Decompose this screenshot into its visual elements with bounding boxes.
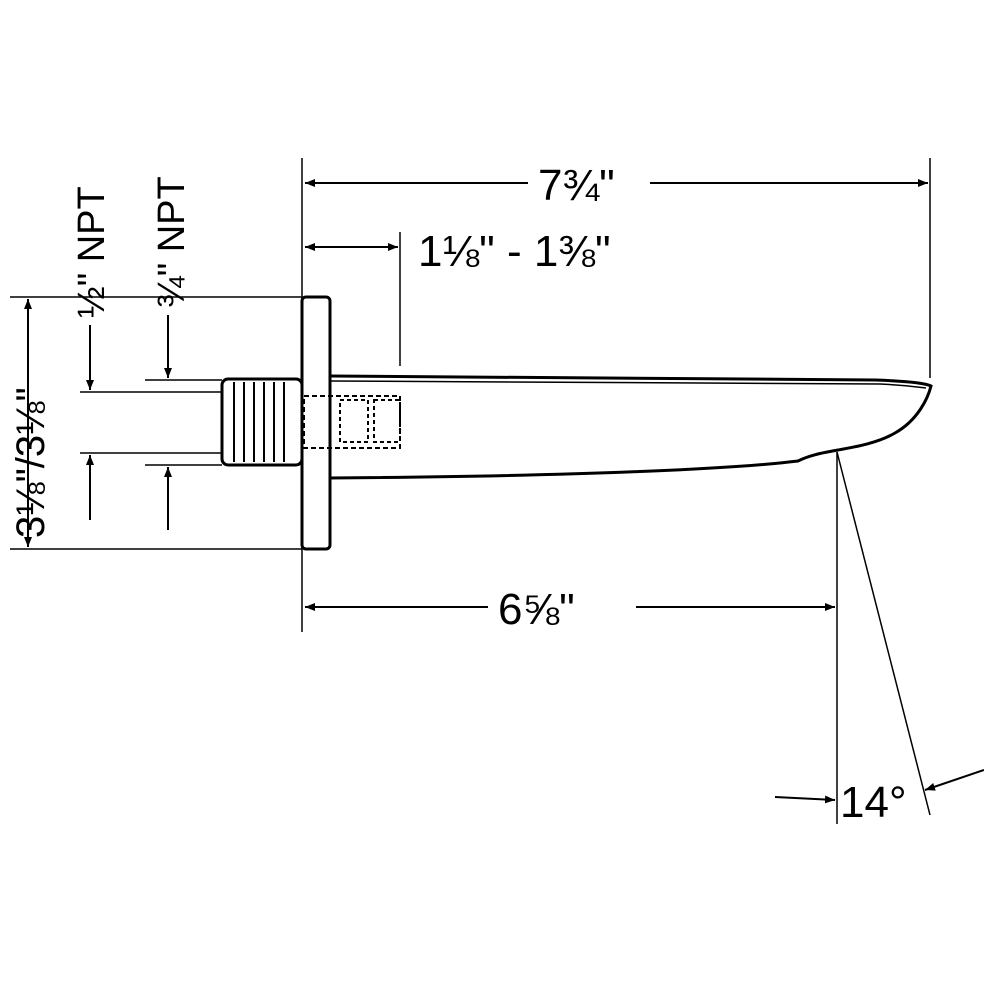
wall-offset-label: 1⅛" - 1⅜" <box>418 227 611 276</box>
dimension-wall-offset: 1⅛" - 1⅜" <box>305 227 611 276</box>
dimension-half-npt: ½" NPT <box>71 186 113 520</box>
dimension-overall-length: 7¾" <box>305 161 928 210</box>
spout-body <box>220 295 933 551</box>
spout-top-edge <box>329 380 927 389</box>
outlet-position-label: 6⅝" <box>498 585 575 634</box>
set-screw-hidden-2 <box>373 399 401 443</box>
spout-outline <box>329 374 933 480</box>
dimension-height: 3⅛"/3⅛" <box>9 299 53 547</box>
spout-angle-label: 14° <box>840 778 907 827</box>
wall-flange <box>300 295 332 551</box>
dimension-three-quarter-npt: ¾" NPT <box>151 176 193 530</box>
set-screw-hidden <box>339 399 369 443</box>
dimension-outlet-position: 6⅝" <box>305 585 835 634</box>
dimension-spout-angle: 14° <box>774 769 984 827</box>
half-npt-label: ½" NPT <box>71 186 113 318</box>
thread-lines <box>233 382 285 462</box>
height-label: 3⅛"/3⅛" <box>9 387 53 538</box>
mounting-hidden-lines <box>303 395 401 449</box>
overall-length-label: 7¾" <box>538 161 615 210</box>
extension-lines <box>10 158 931 824</box>
three-quarter-npt-label: ¾" NPT <box>151 176 193 308</box>
